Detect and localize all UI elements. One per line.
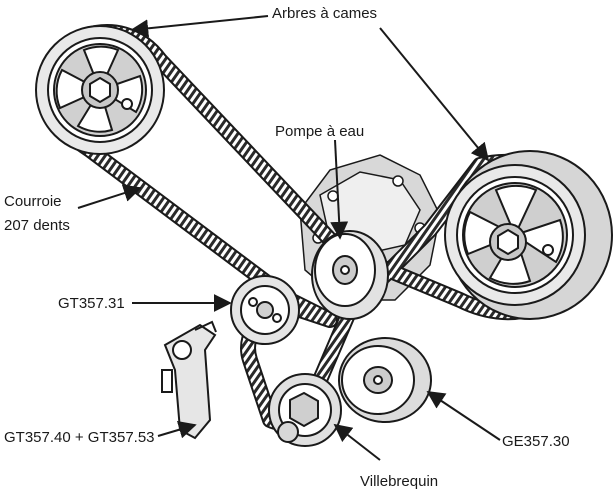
arrow-camshaft-right xyxy=(379,27,490,162)
label-crankshaft: Villebrequin xyxy=(360,473,438,490)
tensioner-pulley-ge35730 xyxy=(338,337,432,423)
idler-pulley-gt35731 xyxy=(230,275,300,345)
arrow-water-pump xyxy=(330,139,349,240)
arrow-ge35730 xyxy=(426,391,501,441)
label-belt-line2: 207 dents xyxy=(4,217,70,234)
arrow-camshaft-left xyxy=(130,15,269,38)
label-belt-line1: Courroie xyxy=(4,193,62,210)
camshaft-pulley-right xyxy=(444,150,613,320)
label-gt35731: GT357.31 xyxy=(58,295,125,312)
label-camshafts: Arbres à cames xyxy=(272,5,377,22)
water-pump-pulley xyxy=(311,230,389,320)
tensioner-tool-gt xyxy=(161,320,217,440)
arrow-crankshaft xyxy=(333,423,381,461)
crankshaft-sprocket xyxy=(268,373,342,447)
camshaft-pulley-left xyxy=(35,25,165,155)
arrow-tool xyxy=(157,420,197,439)
label-tensioner-tool: GT357.40 + GT357.53 xyxy=(4,429,155,446)
label-water-pump: Pompe à eau xyxy=(275,123,364,140)
arrow-belt xyxy=(77,184,142,209)
label-ge35730: GE357.30 xyxy=(502,433,570,450)
pointer-arrows xyxy=(77,15,501,461)
